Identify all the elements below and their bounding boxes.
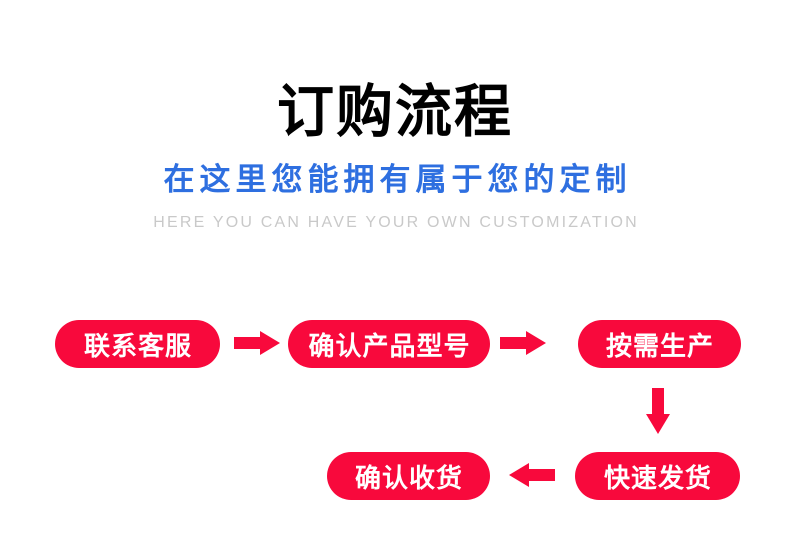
page-title: 订购流程 (277, 80, 513, 144)
flow-step-contact-support[interactable]: 联系客服 (55, 320, 220, 368)
flow-step-produce-on-demand[interactable]: 按需生产 (578, 320, 741, 368)
flow-step-confirm-receipt[interactable]: 确认收货 (327, 452, 490, 500)
subtitle-english: HERE YOU CAN HAVE YOUR OWN CUSTOMIZATION (153, 214, 639, 231)
arrow-right-icon-step2-step3 (500, 330, 548, 356)
flow-step-confirm-product-model[interactable]: 确认产品型号 (288, 320, 490, 368)
arrow-right-icon-step1-step2 (234, 330, 282, 356)
arrow-down-icon-step3-step4 (645, 388, 671, 436)
arrow-left-icon-step4-step5 (505, 462, 555, 488)
flow-step-fast-shipping[interactable]: 快速发货 (575, 452, 740, 500)
subtitle-chinese: 在这里您能拥有属于您的定制 (163, 162, 632, 197)
